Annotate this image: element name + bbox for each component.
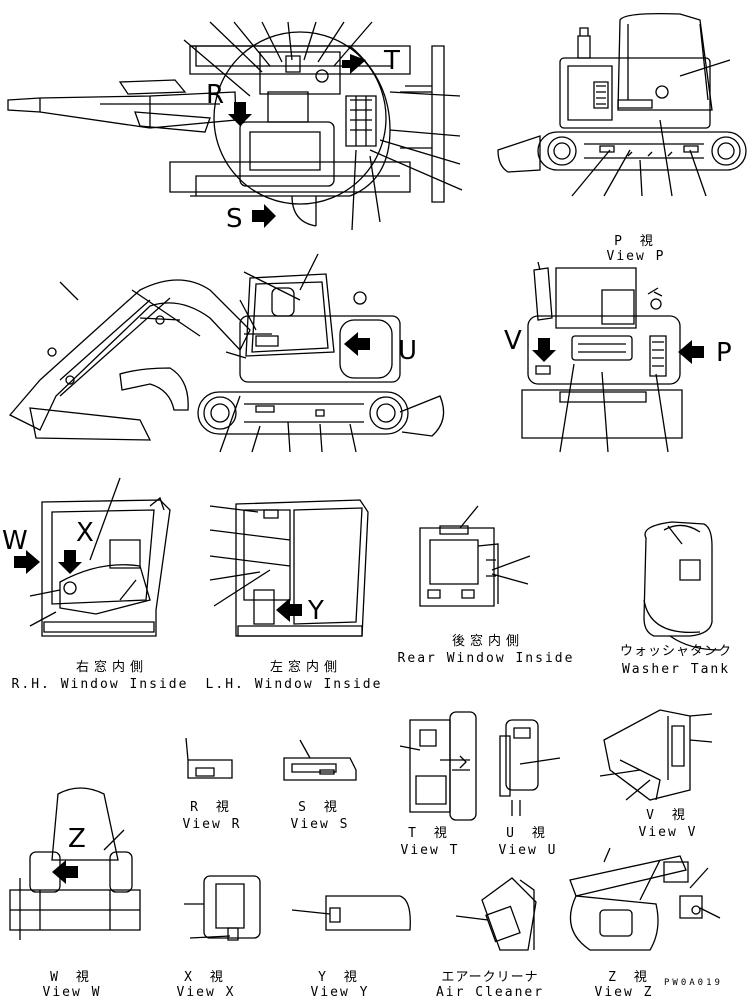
rear-side-view-machine <box>498 14 746 196</box>
caption-view-u-jp: U 視 <box>506 826 550 841</box>
view-y-drawing <box>292 896 410 930</box>
caption-view-w: View W <box>42 985 102 1000</box>
arrow-v-icon <box>532 338 556 362</box>
view-letter-w: W <box>2 526 28 556</box>
caption-air-cleaner-jp: エアークリーナ <box>441 970 539 985</box>
view-t-drawing <box>400 712 476 820</box>
view-letter-p: P <box>716 338 732 368</box>
view-s-drawing <box>284 740 356 780</box>
caption-view-v-jp: V 視 <box>646 808 690 823</box>
caption-view-v: View V <box>638 825 698 840</box>
arrow-s-icon <box>252 204 276 228</box>
view-letter-z: Z <box>68 824 86 854</box>
view-letter-v: V <box>504 326 522 356</box>
arrow-w-icon <box>14 550 40 574</box>
caption-view-p-jp: P 視 <box>614 234 658 249</box>
caption-washer-tank: Washer Tank <box>621 662 731 677</box>
caption-washer-tank-jp: ウォッシャタンク <box>619 644 733 659</box>
caption-view-p: View P <box>606 249 666 264</box>
caption-rear-window-jp: 後窓内側 <box>451 634 525 649</box>
caption-view-w-jp: W 視 <box>50 970 94 985</box>
view-letter-t: T <box>384 46 400 76</box>
top-view-machine <box>8 22 462 230</box>
caption-air-cleaner: Air Cleaner <box>435 985 545 1000</box>
view-x-drawing <box>184 876 260 940</box>
caption-rh-window: R.H. Window Inside <box>11 677 189 692</box>
arrow-p-icon <box>678 340 704 364</box>
view-letter-x: X <box>76 518 94 548</box>
view-letter-r: R <box>206 80 225 110</box>
caption-view-z: View Z <box>594 985 654 1000</box>
air-cleaner-drawing <box>456 878 536 950</box>
washer-tank-drawing <box>644 522 720 650</box>
rear-view-machine <box>522 262 682 452</box>
caption-rh-window-jp: 右窓内側 <box>75 660 149 675</box>
caption-view-y-jp: Y 視 <box>318 970 362 985</box>
arrow-y-icon <box>276 598 302 622</box>
caption-lh-window: L.H. Window Inside <box>205 677 383 692</box>
arrow-z-icon <box>52 860 78 884</box>
view-u-drawing <box>500 720 560 816</box>
arrow-x-icon <box>58 550 82 574</box>
view-v-drawing <box>600 710 712 800</box>
caption-lh-window-jp: 左窓内側 <box>269 660 343 675</box>
view-letter-u: U <box>398 336 418 366</box>
caption-view-u: View U <box>498 843 558 858</box>
caption-view-s-jp: S 視 <box>298 800 342 815</box>
arrow-u-icon <box>344 332 370 356</box>
view-r-drawing <box>186 738 232 778</box>
rear-window-drawing <box>420 506 530 606</box>
caption-view-s: View S <box>290 817 350 832</box>
caption-view-t: View T <box>400 843 460 858</box>
rh-window-drawing <box>30 478 170 636</box>
caption-rear-window: Rear Window Inside <box>397 651 575 666</box>
caption-view-x-jp: X 視 <box>184 970 228 985</box>
caption-view-t-jp: T 視 <box>408 826 452 841</box>
left-side-view-machine <box>10 254 444 452</box>
drawing-code: PW0A019 <box>664 978 723 988</box>
view-w-drawing <box>10 788 140 940</box>
view-letter-y: Y <box>308 596 324 626</box>
caption-view-x: View X <box>176 985 236 1000</box>
arrow-t-icon <box>342 54 366 74</box>
lh-window-drawing <box>210 500 368 636</box>
arrow-r-icon <box>228 102 252 126</box>
caption-view-z-jp: Z 視 <box>608 970 652 985</box>
caption-view-r: View R <box>182 817 242 832</box>
view-letter-s: S <box>226 204 243 234</box>
caption-view-r-jp: R 視 <box>190 800 234 815</box>
view-z-drawing <box>570 848 720 950</box>
caption-view-y: View Y <box>310 985 370 1000</box>
